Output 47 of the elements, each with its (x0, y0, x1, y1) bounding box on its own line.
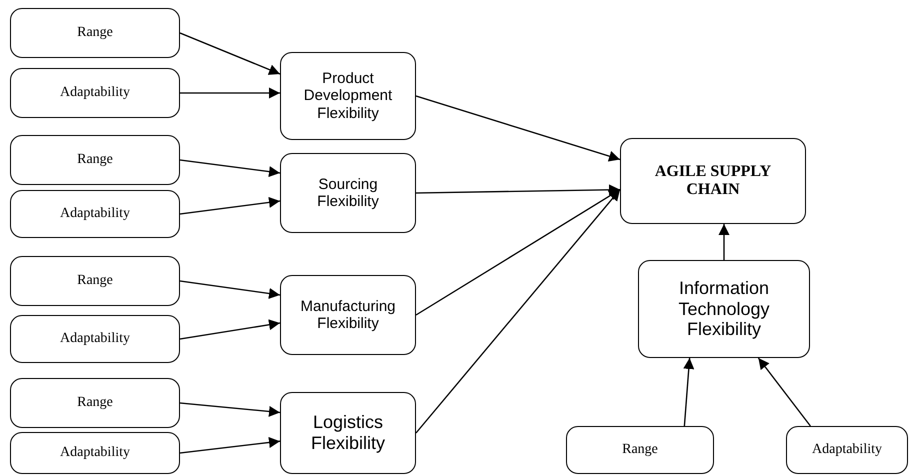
node-label: Adaptability (60, 444, 130, 462)
arrow (180, 280, 280, 299)
factor-box (10, 432, 180, 474)
arrow (683, 358, 694, 426)
flexibility-box (280, 392, 416, 474)
factor-box (10, 315, 180, 363)
arrow (416, 184, 620, 196)
arrow (180, 402, 280, 417)
arrow (416, 189, 620, 434)
factor-box (10, 190, 180, 238)
flexibility-box (638, 260, 810, 358)
node-label: Sourcing Flexibility (316, 176, 380, 210)
flexibility-box (280, 52, 416, 140)
factor-box (10, 8, 180, 58)
arrow (416, 95, 620, 162)
node-label: Adaptability (60, 206, 130, 222)
arrow (180, 196, 280, 215)
arrow (180, 88, 280, 98)
factor-box (10, 135, 180, 185)
arrow (758, 358, 811, 426)
flexibility-box (280, 275, 416, 355)
factor-box (10, 68, 180, 118)
node-label: AGILE SUPPLY CHAIN (654, 162, 772, 200)
node-label: Adaptability (812, 442, 882, 458)
node-label: Adaptability (60, 330, 130, 348)
node-label: Range (622, 442, 658, 458)
node-label: Manufacturing Flexibility (299, 298, 397, 332)
factor-box (10, 256, 180, 306)
factor-box (566, 426, 714, 474)
node-label: Product Development Flexibility (302, 70, 394, 122)
arrow (180, 159, 280, 178)
node-label: Range (77, 24, 113, 42)
arrow (416, 189, 620, 316)
node-label: Range (77, 394, 113, 412)
node-label: Information Technology Flexibility (677, 278, 771, 340)
flexibility-box (280, 153, 416, 233)
goal-box (620, 138, 806, 224)
node-label: Range (77, 152, 113, 168)
arrow (180, 32, 280, 75)
node-label: Logistics Flexibility (310, 412, 386, 454)
node-label: Range (77, 272, 113, 290)
node-label: Adaptability (60, 84, 130, 102)
arrow (180, 319, 280, 340)
factor-box (10, 378, 180, 428)
arrow (718, 224, 730, 260)
factor-box (786, 426, 908, 474)
arrow (180, 437, 280, 454)
